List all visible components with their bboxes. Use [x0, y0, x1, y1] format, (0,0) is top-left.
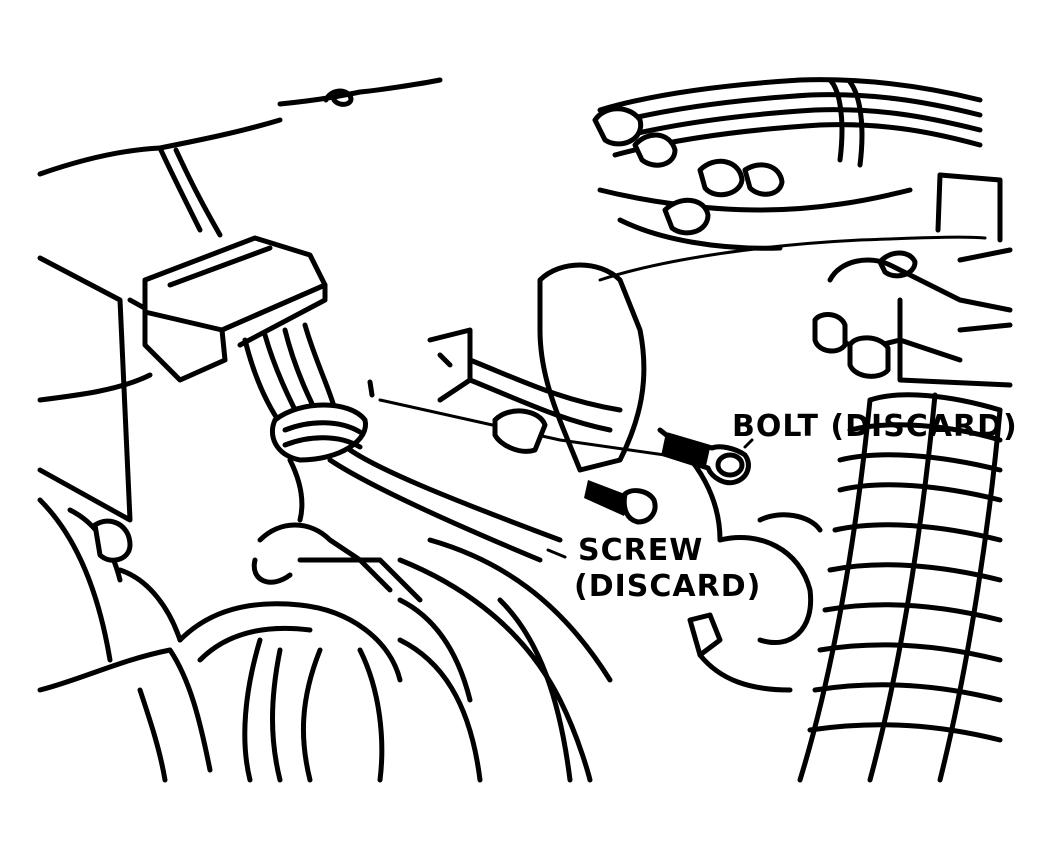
screw-hardware	[584, 480, 658, 525]
wire-harness	[242, 322, 563, 563]
bolt-hardware	[661, 432, 751, 486]
screw-label: SCREW	[578, 533, 703, 568]
mounting-bracket	[251, 522, 423, 603]
electrical-connector	[142, 235, 328, 383]
left-module-box	[37, 255, 153, 523]
engine-block-right	[812, 247, 1013, 388]
screw-discard-label: (DISCARD)	[574, 569, 761, 604]
intake-grille	[797, 392, 1003, 783]
hose-bracket	[427, 262, 647, 473]
middle-hoses	[397, 537, 613, 783]
bolt-discard-label: BOLT (DISCARD)	[732, 409, 1018, 444]
distributor-assembly	[592, 77, 1003, 282]
throttle-linkage	[367, 379, 702, 462]
hood-edge	[37, 77, 443, 238]
leader-lines	[546, 438, 754, 559]
lower-left-components	[37, 497, 483, 783]
